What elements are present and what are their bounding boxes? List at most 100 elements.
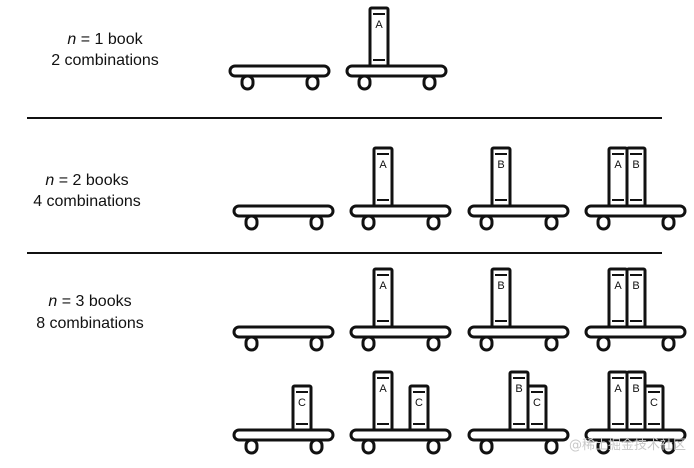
row-label-1-combinations: 2 combinations	[51, 52, 159, 69]
shelf-plank	[232, 204, 335, 218]
book-letter: C	[533, 397, 541, 409]
shelf-plank	[232, 325, 335, 339]
book-spine	[372, 146, 394, 208]
shelf-leg	[361, 438, 376, 455]
row-label-3: n = 3 books 8 combinations	[36, 293, 144, 332]
shelf-combination: AC	[349, 370, 452, 455]
shelf-leg	[361, 214, 376, 231]
row-label-3-combinations: 8 combinations	[36, 315, 144, 332]
shelf-plank	[584, 428, 687, 442]
book-letter: B	[497, 280, 504, 292]
shelf-plank	[467, 204, 570, 218]
shelf-leg	[309, 214, 324, 231]
book: C	[526, 384, 548, 432]
shelf-plank	[467, 428, 570, 442]
book-letter: B	[632, 280, 639, 292]
book-letter: C	[650, 397, 658, 409]
shelf-leg	[244, 335, 259, 352]
shelf-plank	[349, 204, 452, 218]
book: B	[625, 370, 647, 432]
shelf-plank	[232, 428, 335, 442]
row-label-1-n: n	[67, 31, 76, 48]
shelf-leg	[309, 438, 324, 455]
book-spine	[372, 267, 394, 329]
shelf-leg	[544, 214, 559, 231]
shelf-leg	[544, 438, 559, 455]
shelf-plank	[584, 325, 687, 339]
shelf-combination: BC	[467, 370, 570, 455]
book: A	[607, 146, 629, 208]
book-spine	[607, 370, 629, 432]
book-letter: A	[375, 19, 383, 31]
shelf-leg	[305, 74, 320, 91]
book-letter: C	[298, 397, 306, 409]
book: C	[643, 384, 665, 432]
book-spine	[508, 370, 530, 432]
row-label-3-n: n	[48, 293, 57, 310]
book-spine	[372, 370, 394, 432]
shelf-leg	[479, 214, 494, 231]
shelf-combination: A	[345, 6, 448, 91]
shelf-combination	[232, 325, 335, 352]
watermark-text: @稀土掘金技术社区	[569, 437, 686, 453]
shelf-leg	[361, 335, 376, 352]
shelf-plank	[349, 428, 452, 442]
book-spine	[607, 267, 629, 329]
shelf-combination: B	[467, 146, 570, 231]
shelf-leg	[426, 214, 441, 231]
book-letter: A	[614, 383, 622, 395]
book: A	[607, 370, 629, 432]
shelf-plank	[228, 64, 331, 78]
book-letter: A	[614, 280, 622, 292]
book-letter: C	[415, 397, 423, 409]
book-letter: A	[379, 159, 387, 171]
shelf-leg	[426, 335, 441, 352]
row-label-3-eq: = 3 books	[57, 293, 131, 310]
book: A	[368, 6, 390, 68]
shelf-leg	[596, 335, 611, 352]
book: A	[372, 267, 394, 329]
book-spine	[625, 267, 647, 329]
book-spine	[625, 370, 647, 432]
book-letter: B	[515, 383, 522, 395]
shelf-leg	[596, 438, 611, 455]
book-letter: B	[632, 383, 639, 395]
shelf-leg	[596, 214, 611, 231]
book: B	[625, 267, 647, 329]
svg-text:n = 1 book: n = 1 book	[67, 31, 143, 48]
shelf-leg	[661, 214, 676, 231]
book: B	[625, 146, 647, 208]
book: B	[490, 146, 512, 208]
shelf-combination: A	[349, 146, 452, 231]
svg-text:n = 3 books: n = 3 books	[48, 293, 131, 310]
shelf-combination: A	[349, 267, 452, 352]
book-letter: B	[497, 159, 504, 171]
row-label-2-eq: = 2 books	[54, 172, 128, 189]
book: A	[372, 370, 394, 432]
shelf-leg	[426, 438, 441, 455]
shelf-leg	[661, 438, 676, 455]
book-spine	[625, 146, 647, 208]
shelf-plank	[467, 325, 570, 339]
shelf-leg	[309, 335, 324, 352]
shelf-combination	[228, 64, 331, 91]
book-letter: A	[379, 280, 387, 292]
shelf-leg	[422, 74, 437, 91]
book-letter: B	[632, 159, 639, 171]
shelf-leg	[544, 335, 559, 352]
book-letter: A	[614, 159, 622, 171]
shelf-leg	[244, 214, 259, 231]
shelf-plank	[345, 64, 448, 78]
book-spine	[368, 6, 390, 68]
shelf-leg	[240, 74, 255, 91]
book: B	[490, 267, 512, 329]
shelf-combination: B	[467, 267, 570, 352]
shelf-leg	[479, 335, 494, 352]
book: C	[408, 384, 430, 432]
row-label-1-eq: = 1 book	[76, 31, 143, 48]
book-spine	[490, 267, 512, 329]
